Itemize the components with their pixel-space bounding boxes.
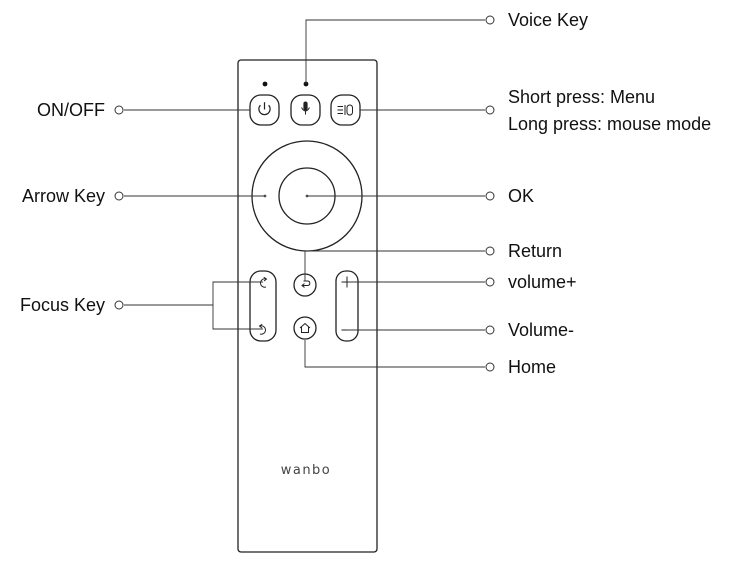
callout-lines	[124, 19, 485, 368]
menu-button	[330, 94, 361, 126]
label-menu-short: Short press: Menu	[508, 87, 656, 107]
leader-voice-key	[305, 19, 485, 84]
endpoint-return	[485, 246, 495, 256]
power-icon	[258, 102, 271, 116]
home-button	[293, 316, 317, 340]
home-icon	[299, 322, 311, 333]
label-home: Home	[508, 357, 557, 377]
focus-key-button	[249, 270, 277, 342]
label-on-off: ON/OFF	[37, 100, 105, 120]
power-button	[249, 94, 280, 126]
power-indicator-dot	[262, 81, 268, 87]
leader-focus-bracket	[212, 281, 263, 330]
label-focus-key: Focus Key	[19, 295, 105, 315]
leader-home	[304, 340, 485, 368]
label-menu-long: Long press: mouse mode	[508, 114, 712, 134]
volume-button	[335, 270, 359, 342]
endpoint-volume-down	[485, 325, 495, 335]
endpoint-on-off	[114, 105, 124, 115]
endpoint-focus-key	[114, 300, 124, 310]
label-ok: OK	[508, 186, 535, 206]
label-voice-key: Voice Key	[508, 10, 589, 30]
rotate-counterclockwise-icon	[258, 323, 266, 335]
endpoint-home	[485, 362, 495, 372]
label-volume-up: volume+	[508, 272, 577, 292]
leader-return	[304, 250, 485, 281]
label-return: Return	[508, 241, 563, 261]
rotate-clockwise-icon	[260, 276, 268, 288]
return-arrow-icon	[301, 280, 311, 288]
voice-button	[290, 94, 321, 126]
endpoint-menu	[485, 105, 495, 115]
endpoint-ok	[485, 191, 495, 201]
brand-logo: wanbo	[281, 463, 332, 478]
callout-endpoints	[114, 15, 495, 372]
label-arrow-key: Arrow Key	[21, 186, 105, 206]
endpoint-voice-key	[485, 15, 495, 25]
menu-icon	[337, 104, 353, 116]
label-volume-down: Volume-	[508, 320, 575, 340]
endpoint-volume-up	[485, 277, 495, 287]
endpoint-arrow-key	[114, 191, 124, 201]
microphone-icon	[301, 101, 310, 115]
